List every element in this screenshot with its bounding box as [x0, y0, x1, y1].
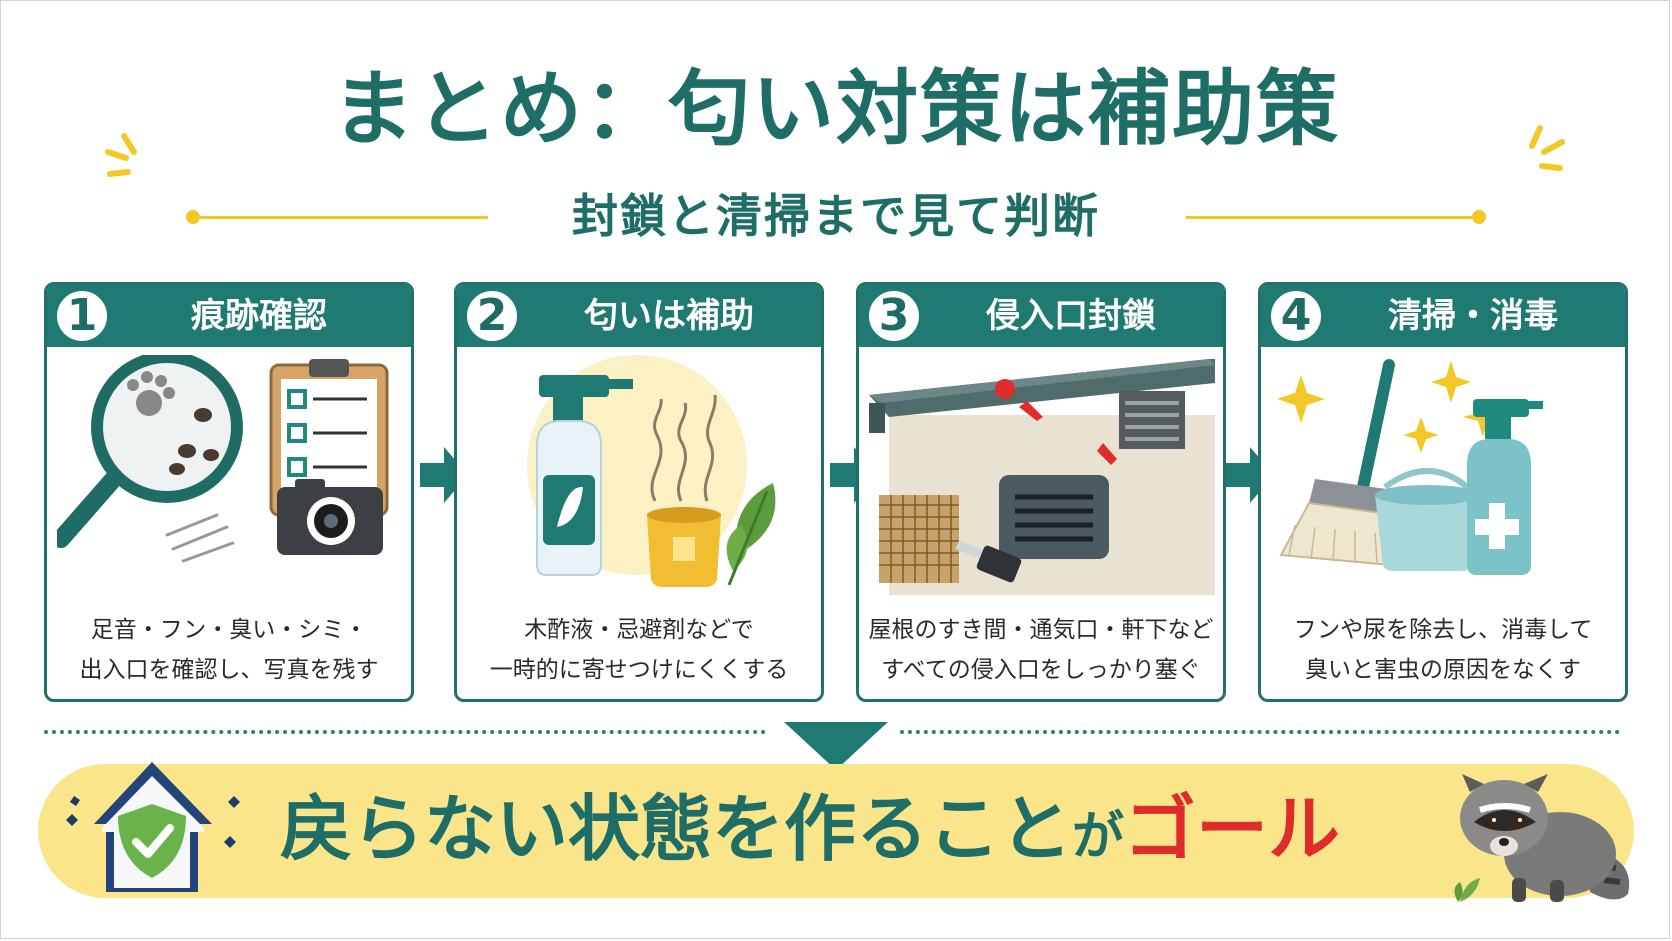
smoke-icon — [650, 394, 717, 502]
step-title: 匂いは補助 — [584, 296, 754, 336]
disinfectant-icon — [1467, 399, 1543, 575]
conclusion-banner — [38, 764, 1634, 898]
civet-icon — [1454, 774, 1630, 902]
step-illustration — [527, 355, 776, 587]
subtitle-dot-left — [186, 210, 200, 224]
step-illustration — [1277, 359, 1543, 575]
bucket-icon — [1375, 468, 1479, 571]
camera-icon — [277, 479, 383, 555]
magnifier-icon — [57, 355, 243, 548]
step-card-4: 4 清掃・消毒 フン — [1258, 282, 1628, 702]
separator-right — [900, 730, 1620, 734]
step-illustration — [57, 355, 389, 563]
scratch-marks-icon — [165, 513, 235, 563]
step-description-line: フンや尿を除去し、消毒して — [1293, 617, 1593, 643]
step-description: 木酢液・忌避剤などで 一時的に寄せつけにくくする — [465, 610, 813, 690]
house-shield-icon — [66, 762, 240, 892]
arrow-down-icon — [784, 722, 888, 770]
caulk-gun-icon — [955, 541, 1022, 583]
step-title: 痕跡確認 — [191, 296, 327, 336]
spray-bottle-icon — [536, 375, 633, 576]
step-description-line: 臭いと害虫の原因をなくす — [1305, 657, 1581, 683]
step-illustration — [869, 359, 1215, 595]
vent-icon — [999, 391, 1185, 559]
subtitle-rule-right — [1186, 216, 1476, 219]
conclusion-particle: が — [1072, 807, 1125, 867]
step-description: フンや尿を除去し、消毒して 臭いと害虫の原因をなくす — [1269, 610, 1617, 690]
step-number: 3 — [865, 287, 923, 345]
separator-left — [44, 730, 766, 734]
subtitle-dot-right — [1472, 210, 1486, 224]
step-card-3: 3 侵入口封鎖 屋根のすき間・通気口・軒下 — [856, 282, 1226, 702]
page-title: まとめ：匂い対策は補助策 — [331, 62, 1340, 157]
mesh-icon — [879, 495, 959, 583]
step-card-1: 1 痕跡確認 足音・フン・臭い・シ — [44, 282, 414, 702]
subtitle-rule-left — [198, 216, 488, 219]
step-description-line: 木酢液・忌避剤などで — [524, 617, 754, 643]
step-card-2: 2 匂いは補助 木酢液・忌避剤などで 一時的に寄せつけにくくす — [454, 282, 824, 702]
page-subtitle: 封鎖と清掃まで見て判断 — [572, 189, 1100, 243]
step-title: 清掃・消毒 — [1388, 296, 1558, 336]
step-description-line: 屋根のすき間・通気口・軒下など — [868, 617, 1214, 643]
step-description: 屋根のすき間・通気口・軒下など すべての侵入口をしっかり塞ぐ — [867, 610, 1215, 690]
conclusion-goal: ゴール — [1124, 787, 1341, 871]
step-number: 4 — [1267, 287, 1325, 345]
candle-icon — [647, 507, 721, 587]
sparkle-right-icon — [1529, 125, 1565, 171]
step-description-line: 一時的に寄せつけにくくする — [489, 657, 789, 683]
step-number: 2 — [463, 287, 521, 345]
step-description: 足音・フン・臭い・シミ・ 出入口を確認し、写真を残す — [55, 610, 403, 690]
sparkle-left-icon — [105, 133, 137, 177]
step-description-line: すべての侵入口をしっかり塞ぐ — [881, 657, 1201, 683]
conclusion-main: 戻らない状態を作ること — [280, 787, 1073, 871]
clipboard-icon — [269, 359, 389, 517]
step-description-line: 出入口を確認し、写真を残す — [79, 657, 379, 683]
step-number: 1 — [53, 287, 111, 345]
leaf-icon — [726, 483, 776, 586]
step-description-line: 足音・フン・臭い・シミ・ — [90, 617, 368, 643]
step-title: 侵入口封鎖 — [986, 296, 1156, 336]
conclusion-text: 戻らない状態を作ることがゴール — [280, 774, 1340, 884]
